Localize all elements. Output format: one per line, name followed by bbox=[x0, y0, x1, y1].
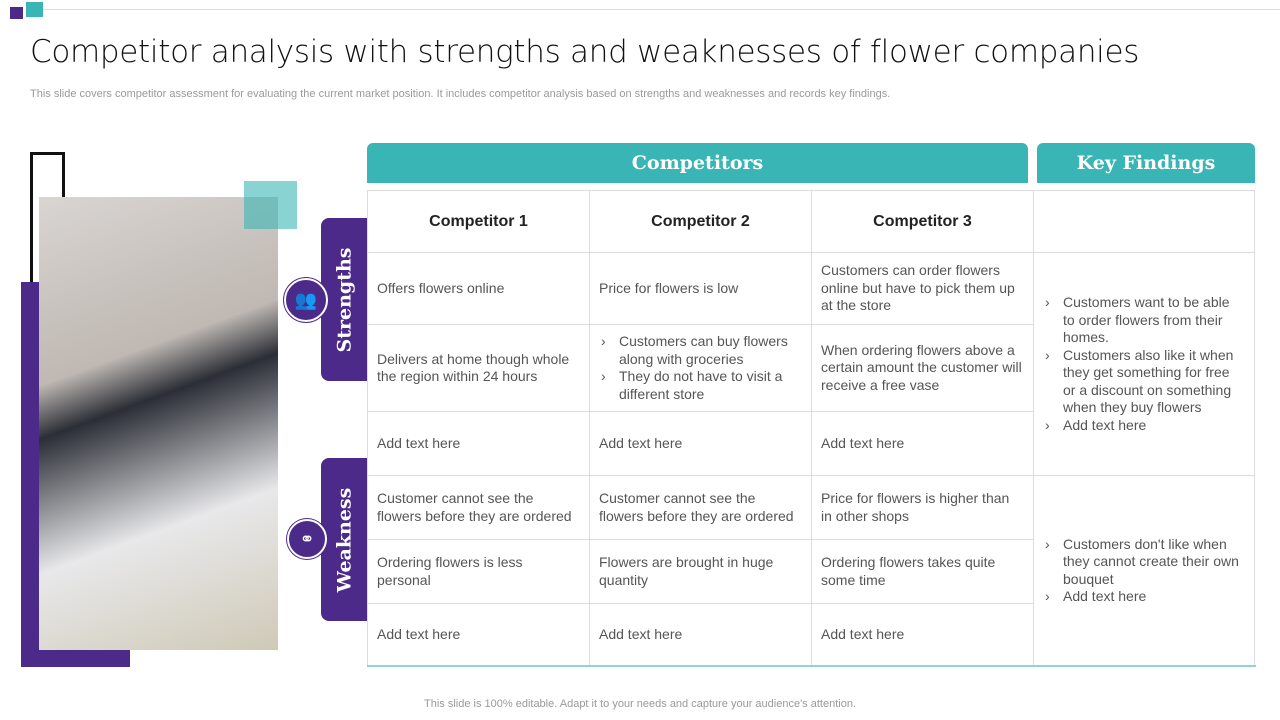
findings-strengths-cell: Customers want to be able to order flowe… bbox=[1033, 252, 1255, 476]
strengths-tab: Strengths bbox=[321, 218, 367, 381]
strength-cell: When ordering flowers above a certain am… bbox=[811, 324, 1034, 412]
weakness-cell: Ordering flowers is less personal bbox=[367, 539, 590, 604]
deco-square-purple bbox=[10, 7, 23, 19]
key-findings-header: Key Findings bbox=[1037, 143, 1255, 183]
list-item: Add text here bbox=[1043, 417, 1245, 435]
list-item: Customers can buy flowers along with gro… bbox=[599, 333, 802, 368]
list-item: Customers want to be able to order flowe… bbox=[1043, 294, 1245, 347]
businessman-photo bbox=[39, 197, 278, 650]
table-bottom-rule bbox=[367, 665, 1256, 667]
bullet-list: Customers want to be able to order flowe… bbox=[1043, 294, 1245, 434]
weakness-tab: Weakness bbox=[321, 458, 367, 621]
page-subtitle: This slide covers competitor assessment … bbox=[30, 88, 891, 100]
competitors-header: Competitors bbox=[367, 143, 1028, 183]
column-header: Competitor 2 bbox=[589, 190, 812, 253]
strength-cell: Add text here bbox=[367, 411, 590, 476]
footer-note: This slide is 100% editable. Adapt it to… bbox=[424, 698, 856, 710]
team-icon: 👥 bbox=[284, 278, 328, 322]
weakness-cell: Add text here bbox=[367, 603, 590, 667]
broken-link-icon: ⚭ bbox=[287, 519, 327, 559]
weakness-cell: Customer cannot see the flowers before t… bbox=[589, 475, 812, 540]
strength-cell: Customers can buy flowers along with gro… bbox=[589, 324, 812, 412]
findings-weakness-cell: Customers don't like when they cannot cr… bbox=[1033, 475, 1255, 666]
deco-teal-square bbox=[244, 181, 297, 229]
strength-cell: Add text here bbox=[589, 411, 812, 476]
column-header: Competitor 1 bbox=[367, 190, 590, 253]
strength-cell: Offers flowers online bbox=[367, 252, 590, 325]
weakness-cell: Add text here bbox=[589, 603, 812, 667]
strength-cell: Delivers at home though whole the region… bbox=[367, 324, 590, 412]
top-rule bbox=[44, 9, 1280, 10]
deco-square-teal bbox=[26, 2, 43, 17]
weakness-cell: Add text here bbox=[811, 603, 1034, 667]
column-header: Competitor 3 bbox=[811, 190, 1034, 253]
findings-header-cell bbox=[1033, 190, 1255, 253]
weakness-cell: Customer cannot see the flowers before t… bbox=[367, 475, 590, 540]
page-title: Competitor analysis with strengths and w… bbox=[30, 34, 1140, 70]
strength-cell: Customers can order flowers online but h… bbox=[811, 252, 1034, 325]
list-item: Customers don't like when they cannot cr… bbox=[1043, 536, 1245, 589]
bullet-list: Customers don't like when they cannot cr… bbox=[1043, 536, 1245, 606]
strength-cell: Price for flowers is low bbox=[589, 252, 812, 325]
strength-cell: Add text here bbox=[811, 411, 1034, 476]
list-item: Add text here bbox=[1043, 588, 1245, 606]
weakness-cell: Ordering flowers takes quite some time bbox=[811, 539, 1034, 604]
weakness-cell: Price for flowers is higher than in othe… bbox=[811, 475, 1034, 540]
weakness-cell: Flowers are brought in huge quantity bbox=[589, 539, 812, 604]
bullet-list: Customers can buy flowers along with gro… bbox=[599, 333, 802, 403]
list-item: Customers also like it when they get som… bbox=[1043, 347, 1245, 417]
list-item: They do not have to visit a different st… bbox=[599, 368, 802, 403]
